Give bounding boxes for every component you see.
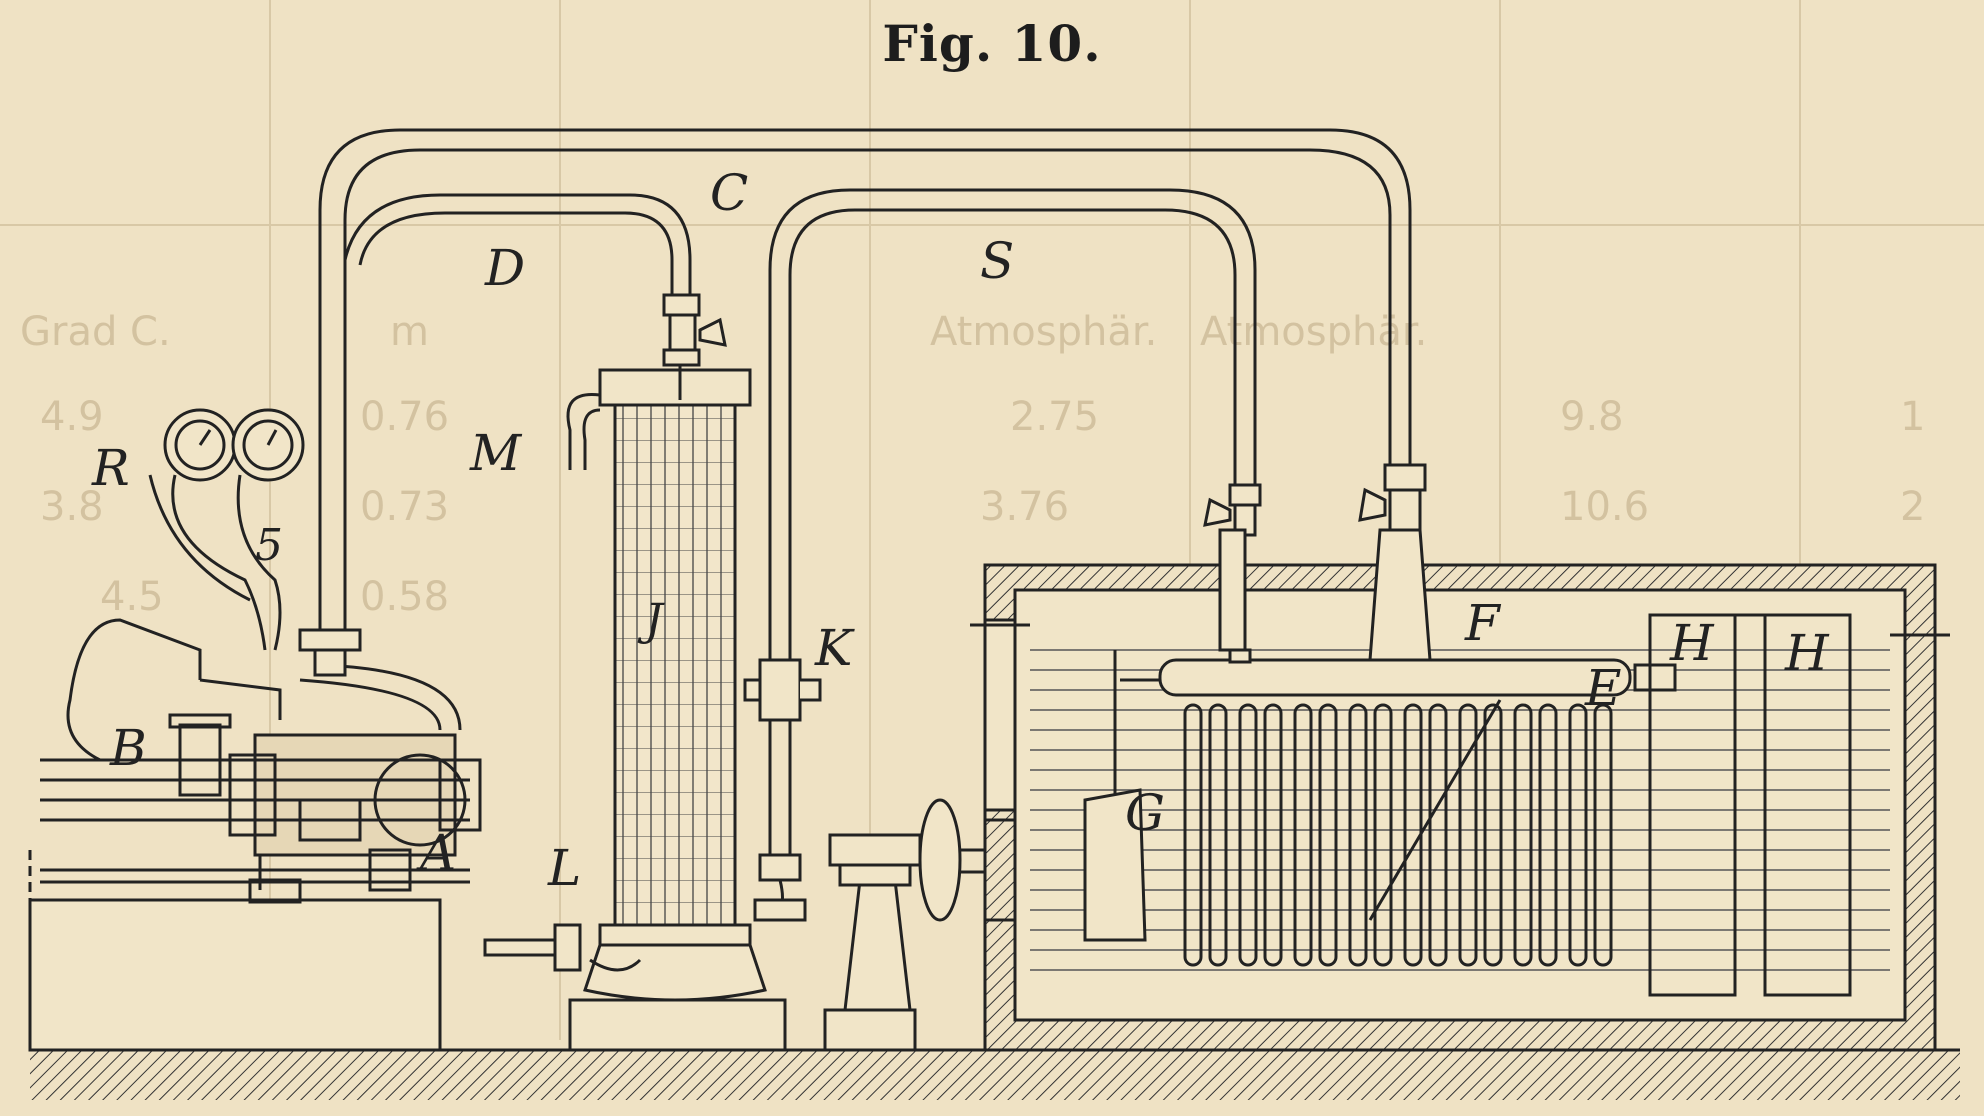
label-l: L: [547, 839, 581, 897]
part-labels: R 5 B A D C S M J K L F E G H H: [91, 164, 1830, 897]
pipe-c: [318, 128, 1412, 630]
evaporator: [1120, 528, 1677, 697]
label-s: S: [980, 232, 1014, 290]
label-d: D: [484, 239, 525, 297]
label-a: A: [416, 824, 456, 882]
label-e: E: [1584, 659, 1622, 717]
label-m: M: [469, 424, 523, 482]
bleed-cell: m: [390, 309, 429, 355]
bleed-cell: 0.58: [360, 574, 449, 620]
label-c: C: [710, 164, 748, 222]
stirrer: [1083, 650, 1147, 942]
label-k: K: [814, 619, 855, 677]
bleed-cell: 3.76: [980, 484, 1069, 530]
label-h: H: [1784, 624, 1830, 682]
bleed-cell: 9.8: [1560, 394, 1624, 440]
compressor: [40, 618, 482, 904]
foundation-blocks: [28, 850, 917, 1052]
bleed-cell: 3.8: [40, 484, 104, 530]
condenser-column: [566, 365, 767, 1002]
bleed-cell: Atmosphär.: [930, 309, 1157, 355]
label-f: F: [1464, 594, 1502, 652]
bleed-cell: 2: [1900, 484, 1925, 530]
valves: [298, 293, 1427, 677]
pump-pedestal: [828, 798, 1112, 1012]
evaporator-tubes: [1183, 699, 1613, 967]
bleed-cell: 1: [1900, 394, 1925, 440]
label-h: H: [1669, 614, 1715, 672]
bleed-cell: 4.9: [40, 394, 104, 440]
label-b: B: [109, 719, 147, 777]
pipe-d: [343, 193, 692, 295]
label-r: R: [91, 439, 130, 497]
bleed-cell: 0.73: [360, 484, 449, 530]
pressure-gauges: [148, 408, 305, 651]
label-g: G: [1125, 784, 1165, 842]
outlet-valve: [483, 923, 642, 972]
bleed-cell: 4.5: [100, 574, 164, 620]
bleed-cell: Grad C.: [20, 309, 171, 355]
ground-floor: [30, 1048, 1960, 1100]
bleed-cell: 10.6: [1560, 484, 1649, 530]
bleed-cell: 2.75: [1010, 394, 1099, 440]
bleed-cell: 0.76: [360, 394, 449, 440]
pipe-s: [768, 188, 1257, 860]
valve-k: [743, 658, 822, 922]
ice-cells: [1648, 613, 1852, 997]
figure-title: Fig. 10.: [882, 14, 1102, 73]
label-5: 5: [255, 520, 283, 571]
